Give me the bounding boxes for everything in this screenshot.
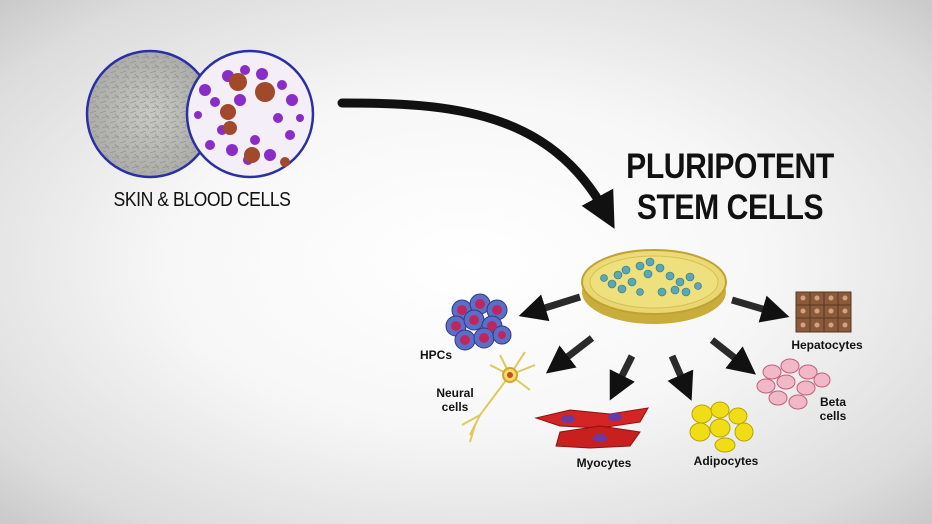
arrow-to-hepatocytes bbox=[731, 295, 790, 323]
adipocytes-illustration bbox=[689, 401, 754, 453]
arrow-to-adipocytes bbox=[667, 354, 694, 401]
petri-dish bbox=[581, 249, 727, 324]
neural-cell-illustration bbox=[461, 351, 536, 443]
neural-label-line-1: Neural bbox=[436, 386, 474, 400]
neural-cells-label: Neural cells bbox=[430, 386, 480, 414]
beta-label-line-2: cells bbox=[819, 409, 847, 423]
hpcs-illustration bbox=[445, 293, 512, 351]
arrow-to-hpcs bbox=[518, 293, 582, 322]
stem-cells-title: PLURIPOTENT STEM CELLS bbox=[618, 146, 842, 228]
title-line-1: PLURIPOTENT bbox=[626, 147, 834, 186]
beta-label-line-1: Beta bbox=[819, 395, 846, 409]
conversion-arrow bbox=[337, 98, 615, 229]
blood-cells-image bbox=[185, 49, 315, 179]
myocytes-label: Myocytes bbox=[576, 456, 632, 470]
beta-cells-label: Beta cells bbox=[808, 395, 858, 423]
hpcs-label: HPCs bbox=[419, 348, 452, 362]
arrow-to-beta bbox=[709, 337, 756, 375]
myocytes-illustration bbox=[534, 407, 649, 449]
skin-cells-image bbox=[85, 49, 215, 179]
differentiation-arrows bbox=[518, 293, 790, 401]
hepatocytes-label: Hepatocytes bbox=[791, 338, 863, 352]
arrow-to-myocytes bbox=[609, 354, 636, 401]
title-line-2: STEM CELLS bbox=[636, 188, 824, 227]
hepatocytes-illustration bbox=[795, 291, 852, 333]
adipocytes-label: Adipocytes bbox=[693, 454, 759, 468]
neural-label-line-2: cells bbox=[441, 400, 469, 414]
arrow-to-neural bbox=[545, 335, 595, 374]
source-cells-label: SKIN & BLOOD CELLS bbox=[113, 189, 291, 211]
beta-cells-illustration bbox=[756, 358, 831, 410]
